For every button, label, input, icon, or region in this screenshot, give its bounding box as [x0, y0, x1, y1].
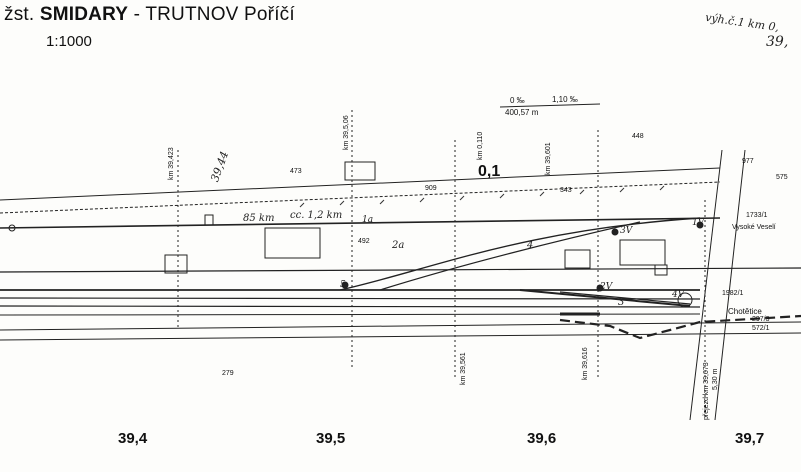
- km-label: km 39,616: [582, 347, 589, 380]
- km-label: přejezd km 39,673: [703, 362, 710, 420]
- parcel-number: 1733/1: [746, 212, 768, 219]
- handwritten-mark: 5: [340, 280, 346, 290]
- handwritten-mark: 4: [527, 240, 534, 251]
- chainage-label: 39,5: [316, 430, 346, 447]
- parcel-number: 279: [222, 370, 234, 377]
- building: [564, 249, 591, 269]
- boundary-line: [0, 167, 721, 201]
- parcel-number: 977: [742, 158, 754, 165]
- signal-dot: [341, 281, 349, 289]
- title-prefix: žst.: [4, 4, 35, 25]
- handwritten-mark: 1a: [362, 215, 374, 225]
- signal-dot: [596, 284, 604, 292]
- parcel-number: 343: [560, 187, 572, 194]
- title-separator: -: [133, 4, 141, 25]
- parcel-number: 575: [776, 174, 788, 181]
- parcel-number: 297/3: [752, 316, 770, 323]
- signal-dot: [696, 221, 704, 229]
- turnout-line: [519, 289, 691, 307]
- boundary-line: [0, 321, 801, 331]
- gradient-value-2: 1,10 ‰: [552, 95, 578, 104]
- turnout-circle: [677, 292, 693, 308]
- turnout-curve: [339, 217, 701, 291]
- chainage-label: 39,4: [118, 430, 148, 447]
- gradient-bar: [499, 103, 601, 108]
- parcel-number: 909: [425, 185, 437, 192]
- track-line: [0, 305, 701, 308]
- road-line: [689, 149, 723, 421]
- turnout-line: [559, 291, 691, 305]
- chainage-label: 39,6: [527, 430, 557, 447]
- km-label: km 39,601: [545, 142, 552, 175]
- chainage-label: 39,7: [735, 430, 765, 447]
- boundary-dashed-line: [0, 181, 721, 214]
- handwritten-mark: 2a: [392, 240, 405, 251]
- dashed-route: [559, 314, 801, 340]
- km-label: km 39,561: [460, 352, 467, 385]
- building: [264, 227, 321, 259]
- handwritten-mark: 2V: [600, 282, 613, 292]
- turnout-curve: [379, 221, 641, 291]
- scale-label: 1:1000: [46, 33, 92, 50]
- place-label: Vysoké Veselí: [732, 224, 776, 231]
- document-title: žst. SMIDARY - TRUTNOV Poříčí: [4, 4, 295, 26]
- km-label: km 39,5,06: [343, 115, 350, 150]
- building: [344, 161, 376, 181]
- km-label: 5,30 m: [712, 368, 719, 390]
- handwritten-mark: 3: [618, 297, 625, 308]
- parcel-number: 492: [358, 238, 370, 245]
- track-line: [0, 217, 721, 229]
- parcel-number: 572/1: [752, 325, 770, 332]
- handwritten-speed: cc. 1,2 km: [290, 210, 343, 221]
- building: [654, 264, 668, 276]
- building: [619, 239, 666, 266]
- parcel-number: 448: [632, 133, 644, 140]
- signal-dot: [8, 224, 16, 232]
- title-suffix: Poříčí: [244, 4, 295, 25]
- signal-dot: [611, 228, 619, 236]
- km-label: km 39,423: [168, 147, 175, 180]
- place-label: Chotětice: [728, 307, 762, 316]
- gradient-value: 0 ‰: [510, 96, 525, 105]
- title-line: TRUTNOV: [145, 4, 239, 25]
- handwritten-mark: 3V: [620, 226, 633, 236]
- parcel-number: 1982/1: [722, 290, 744, 297]
- road-line: [714, 149, 746, 421]
- handwritten-mark: 1V: [692, 218, 705, 228]
- gradient-length: 400,57 m: [505, 108, 539, 117]
- building: [204, 214, 214, 226]
- handwritten-mark: 4V: [672, 290, 685, 300]
- track-line: [0, 297, 701, 300]
- track-line: [0, 267, 801, 273]
- title-station: SMIDARY: [39, 4, 129, 25]
- km-label: km 0,110: [477, 131, 484, 160]
- handwritten-speed: 85 km: [243, 213, 275, 224]
- parcel-number: 473: [290, 168, 302, 175]
- building: [164, 254, 188, 274]
- handwritten-note-2: 39,: [766, 34, 789, 50]
- boundary-line: [0, 332, 801, 341]
- zone-label: 0,1: [478, 163, 501, 180]
